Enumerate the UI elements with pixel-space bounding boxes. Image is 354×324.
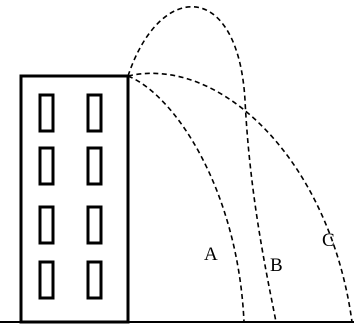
window (38, 205, 55, 245)
trajectory-b (127, 6, 277, 323)
building-windows (38, 93, 103, 300)
label-c: C (322, 230, 335, 251)
building (19, 74, 130, 324)
building-outline (19, 74, 130, 324)
window (86, 146, 103, 186)
window (86, 93, 103, 133)
label-b: B (270, 255, 283, 276)
window (86, 205, 103, 245)
window (38, 146, 55, 186)
trajectory-c (127, 72, 353, 323)
window (86, 260, 103, 300)
window (38, 260, 55, 300)
label-a: A (204, 244, 218, 265)
trajectory-a (127, 75, 245, 323)
window (38, 93, 55, 133)
